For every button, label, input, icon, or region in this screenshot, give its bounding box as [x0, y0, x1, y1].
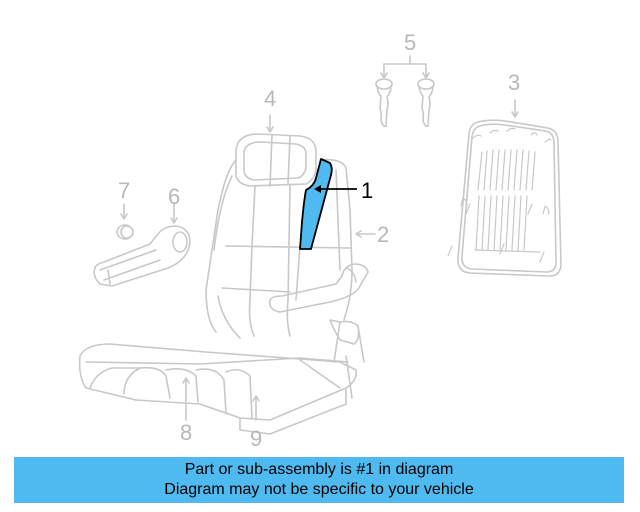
seat-cushion-drawing: [78, 343, 358, 435]
info-banner: Part or sub-assembly is #1 in diagram Di…: [14, 457, 624, 503]
callout-6: 6: [168, 184, 181, 209]
callout-2: 2: [377, 222, 390, 247]
callout-7: 7: [118, 178, 131, 203]
callout-3: 3: [508, 70, 521, 95]
seat-illustration: [78, 55, 562, 435]
banner-line-disclaimer: Diagram may not be specific to your vehi…: [164, 481, 474, 498]
callout-9: 9: [250, 426, 263, 451]
seat-back-drawing: [205, 114, 353, 339]
back-panel-drawing: [447, 99, 562, 277]
banner-line-part-number: Part or sub-assembly is #1 in diagram: [184, 461, 454, 478]
headrest-guides-drawing: [375, 55, 435, 128]
callout-1: 1: [361, 178, 374, 203]
highlighted-part-1: [299, 158, 333, 250]
callout-8: 8: [180, 420, 193, 445]
callout-5: 5: [404, 30, 417, 55]
parts-diagram: 1 2 3 4 5 6 7 8 9: [78, 30, 562, 451]
armrest-drawing: [93, 203, 191, 287]
callout-4: 4: [264, 86, 277, 111]
right-armrest-drawing: [268, 263, 369, 363]
